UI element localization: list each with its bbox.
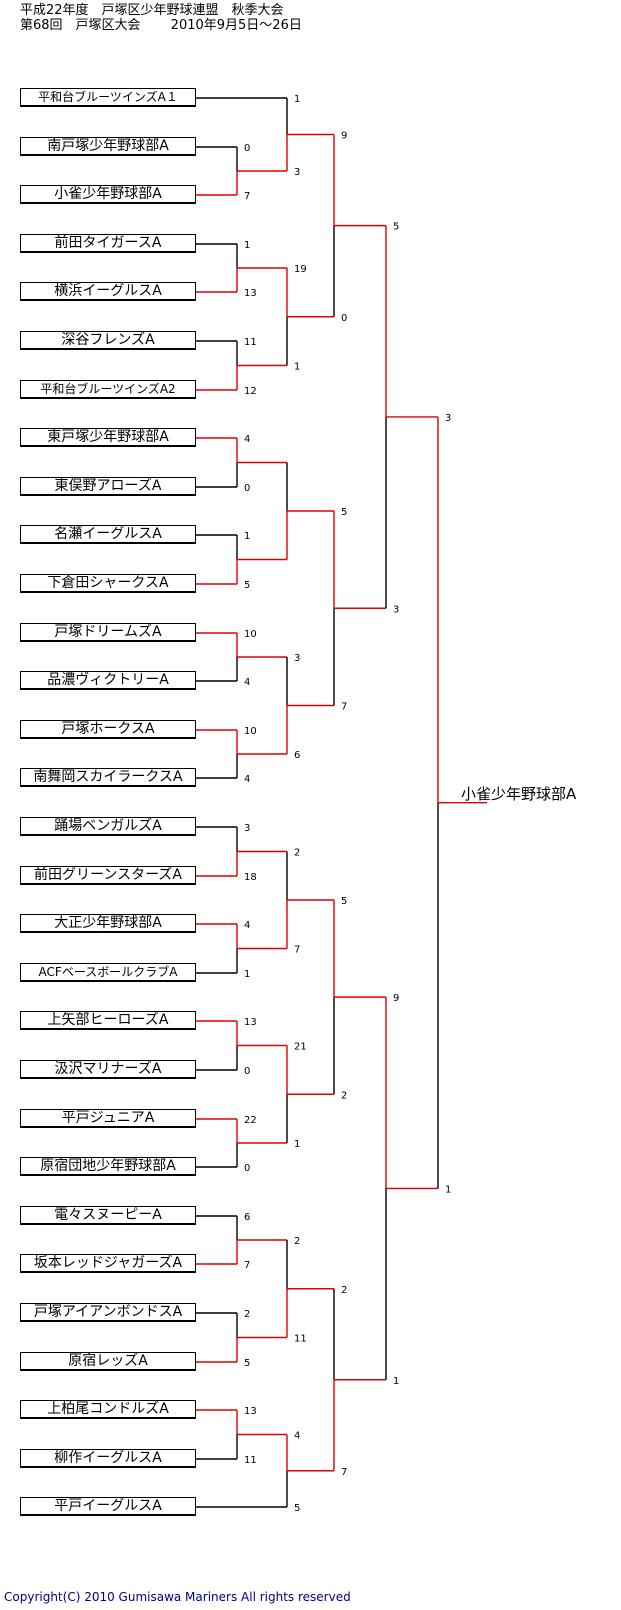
team-box: 南戸塚少年野球部A bbox=[20, 137, 196, 156]
score-label: 1 bbox=[445, 1184, 451, 1195]
team-box: 平和台ブルーツインズA2 bbox=[20, 380, 196, 399]
score-label: 3 bbox=[294, 653, 300, 664]
team-box: 東戸塚少年野球部A bbox=[20, 428, 196, 447]
score-label: 22 bbox=[244, 1115, 257, 1126]
team-box: 下倉田シャークスA bbox=[20, 574, 196, 593]
score-label: 11 bbox=[244, 1455, 257, 1466]
title-line-2: 第68回 戸塚区大会 2010年9月5日～26日 bbox=[20, 18, 302, 33]
title-line-1: 平成22年度 戸塚区少年野球連盟 秋季大会 bbox=[20, 3, 284, 18]
team-box: 戸塚ホークスA bbox=[20, 720, 196, 739]
score-label: 4 bbox=[294, 1431, 300, 1442]
score-label: 7 bbox=[244, 1260, 250, 1271]
score-label: 0 bbox=[341, 313, 347, 324]
team-box: 前田グリーンスターズA bbox=[20, 866, 196, 885]
score-label: 5 bbox=[393, 222, 399, 233]
score-label: 13 bbox=[244, 1017, 257, 1028]
team-box: 戸塚アイアンボンドスA bbox=[20, 1303, 196, 1322]
team-box: 汲沢マリナーズA bbox=[20, 1060, 196, 1079]
score-label: 1 bbox=[244, 240, 250, 251]
score-label: 2 bbox=[294, 1236, 300, 1247]
team-box: 名瀬イーグルスA bbox=[20, 525, 196, 544]
score-label: 4 bbox=[244, 677, 250, 688]
score-label: 3 bbox=[445, 413, 451, 424]
score-label: 13 bbox=[244, 288, 257, 299]
team-box: 上柏尾コンドルズA bbox=[20, 1400, 196, 1419]
score-label: 2 bbox=[244, 1309, 250, 1320]
score-label: 7 bbox=[244, 191, 250, 202]
score-label: 10 bbox=[244, 726, 257, 737]
score-label: 3 bbox=[393, 604, 399, 615]
team-box: 柳作イーグルスA bbox=[20, 1449, 196, 1468]
score-label: 5 bbox=[244, 580, 250, 591]
score-label: 3 bbox=[244, 823, 250, 834]
copyright-text: Copyright(C) 2010 Gumisawa Mariners All … bbox=[4, 1590, 351, 1604]
score-label: 0 bbox=[244, 1163, 250, 1174]
team-box: 東俣野アローズA bbox=[20, 477, 196, 496]
team-box: 平戸ジュニアA bbox=[20, 1109, 196, 1128]
score-label: 3 bbox=[294, 167, 300, 178]
score-label: 1 bbox=[294, 362, 300, 373]
score-label: 18 bbox=[244, 872, 257, 883]
score-label: 0 bbox=[244, 1066, 250, 1077]
score-label: 1 bbox=[294, 1139, 300, 1150]
score-label: 5 bbox=[341, 896, 347, 907]
score-label: 4 bbox=[244, 920, 250, 931]
team-box: 南舞岡スカイラークスA bbox=[20, 768, 196, 787]
score-label: 1 bbox=[244, 531, 250, 542]
score-label: 11 bbox=[244, 337, 257, 348]
team-box: 前田タイガースA bbox=[20, 234, 196, 253]
score-label: 5 bbox=[341, 507, 347, 518]
team-box: 電々スヌーピーA bbox=[20, 1206, 196, 1225]
score-label: 6 bbox=[294, 750, 300, 761]
score-label: 19 bbox=[294, 264, 307, 275]
score-label: 1 bbox=[244, 969, 250, 980]
champion-label: 小雀少年野球部A bbox=[461, 785, 577, 803]
score-label: 2 bbox=[341, 1285, 347, 1296]
score-label: 7 bbox=[341, 702, 347, 713]
score-label: 12 bbox=[244, 386, 257, 397]
score-label: 7 bbox=[341, 1467, 347, 1478]
score-label: 2 bbox=[341, 1090, 347, 1101]
score-label: 11 bbox=[294, 1334, 307, 1345]
score-label: 7 bbox=[294, 945, 300, 956]
score-label: 0 bbox=[244, 483, 250, 494]
score-label: 1 bbox=[393, 1376, 399, 1387]
team-box: 大正少年野球部A bbox=[20, 914, 196, 933]
team-box: 上矢部ヒーローズA bbox=[20, 1011, 196, 1030]
team-box: 小雀少年野球部A bbox=[20, 185, 196, 204]
team-box: 平戸イーグルスA bbox=[20, 1497, 196, 1516]
team-box: ACFベースボールクラブA bbox=[20, 963, 196, 982]
score-label: 6 bbox=[244, 1212, 250, 1223]
team-box: 原宿レッズA bbox=[20, 1352, 196, 1371]
score-label: 5 bbox=[294, 1503, 300, 1514]
score-label: 21 bbox=[294, 1042, 307, 1053]
score-label: 9 bbox=[341, 131, 347, 142]
score-label: 10 bbox=[244, 629, 257, 640]
score-label: 5 bbox=[244, 1358, 250, 1369]
score-label: 9 bbox=[393, 993, 399, 1004]
score-label: 1 bbox=[294, 94, 300, 105]
score-label: 13 bbox=[244, 1406, 257, 1417]
score-label: 0 bbox=[244, 143, 250, 154]
score-label: 4 bbox=[244, 434, 250, 445]
team-box: 踊場ベンガルズA bbox=[20, 817, 196, 836]
score-label: 2 bbox=[294, 848, 300, 859]
team-box: 品濃ヴィクトリーA bbox=[20, 671, 196, 690]
team-box: 戸塚ドリームズA bbox=[20, 623, 196, 642]
team-box: 坂本レッドジャガーズA bbox=[20, 1254, 196, 1273]
team-box: 横浜イーグルスA bbox=[20, 282, 196, 301]
team-box: 原宿団地少年野球部A bbox=[20, 1157, 196, 1176]
score-label: 4 bbox=[244, 774, 250, 785]
team-box: 平和台ブルーツインズA１ bbox=[20, 88, 196, 107]
team-box: 深谷フレンズA bbox=[20, 331, 196, 350]
